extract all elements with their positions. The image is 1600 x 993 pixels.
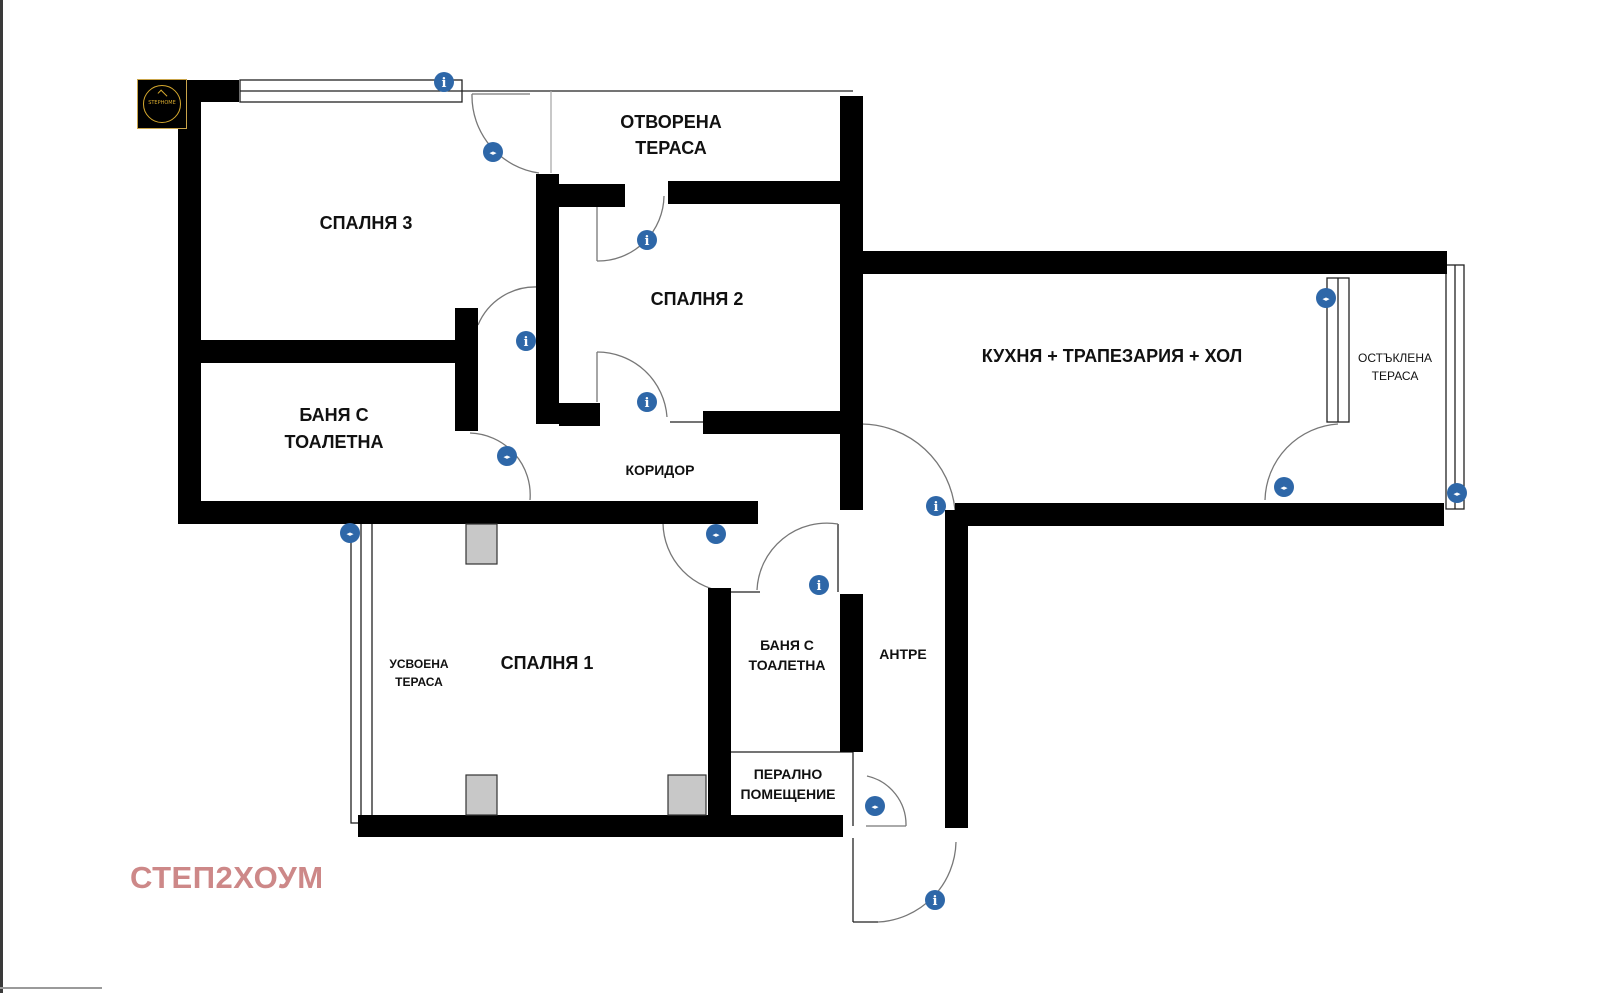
svg-text:i: i <box>524 335 529 350</box>
info-icon[interactable]: i <box>925 890 945 910</box>
svg-text:i: i <box>817 579 822 594</box>
bottom-edge-line <box>0 987 102 989</box>
door-swing-bedroom2-bottom <box>596 351 668 418</box>
label-absorbed-terrace-2: ТЕРАСА <box>395 675 443 689</box>
wall-kitchen-north <box>863 251 1447 274</box>
svg-text:◂▸: ◂▸ <box>1280 484 1288 492</box>
wall-nw-corner <box>190 80 239 102</box>
wall-south <box>358 815 843 837</box>
label-bedroom-3: СПАЛНЯ 3 <box>320 213 413 233</box>
columns <box>465 523 707 816</box>
svg-text:i: i <box>645 396 650 411</box>
wall-hall-east <box>945 510 968 828</box>
logo-text: STEPHOME <box>148 100 176 106</box>
wall-west <box>178 80 201 524</box>
column-top <box>465 523 498 565</box>
info-icon[interactable]: i <box>637 392 657 412</box>
wall-bedroom1-east <box>708 588 731 836</box>
door-swing-laundry <box>866 775 907 827</box>
label-corridor: КОРИДОР <box>625 462 694 478</box>
logo-ring <box>143 85 181 123</box>
wall-bedroom2-north-right <box>668 181 843 204</box>
svg-text:◂▸: ◂▸ <box>871 803 879 811</box>
label-bathroom-a-1: БАНЯ С <box>299 405 368 425</box>
svg-text:◂▸: ◂▸ <box>712 531 720 539</box>
room-labels: ОТВОРЕНА ТЕРАСА СПАЛНЯ 3 СПАЛНЯ 2 БАНЯ С… <box>285 112 1432 802</box>
info-icon[interactable]: i <box>637 230 657 250</box>
door-swing-terrace <box>471 93 540 174</box>
info-icon[interactable]: i <box>434 72 454 92</box>
label-glazed-terrace-1: ОСТЪКЛЕНА <box>1358 351 1432 365</box>
svg-text:◂▸: ◂▸ <box>1453 490 1461 498</box>
info-icon[interactable]: i <box>926 496 946 516</box>
door-swing-glazed-terrace <box>1264 423 1339 501</box>
label-laundry-1: ПЕРАЛНО <box>754 766 823 782</box>
walls <box>178 80 1447 837</box>
label-absorbed-terrace-1: УСВОЕНА <box>389 657 449 671</box>
left-edge-line <box>0 0 3 993</box>
column-bottom-left <box>465 774 498 816</box>
wall-bath-a-east <box>455 308 478 431</box>
wall-central-column <box>840 96 863 510</box>
wall-bedroom3-bath <box>201 340 478 363</box>
wall-bedroom2-west <box>536 174 559 424</box>
svg-text:i: i <box>934 500 939 515</box>
column-bottom-right <box>667 774 707 816</box>
svg-text:i: i <box>645 234 650 249</box>
brand-watermark: СТЕП2ХОУМ <box>130 860 324 895</box>
label-glazed-terrace-2: ТЕРАСА <box>1372 369 1419 383</box>
panorama-markers[interactable]: ◂▸ ◂▸ ◂▸ ◂▸ ◂▸ ◂▸ ◂▸ ◂▸ <box>340 142 1467 816</box>
panorama-icon[interactable]: ◂▸ <box>483 142 503 162</box>
svg-text:i: i <box>933 894 938 909</box>
thin-lines <box>239 79 1465 923</box>
label-entrance-hall: АНТРЕ <box>879 646 926 662</box>
svg-text:i: i <box>442 76 447 91</box>
door-swing-bedroom3 <box>477 286 539 326</box>
panorama-icon[interactable]: ◂▸ <box>865 796 885 816</box>
info-markers[interactable]: i i i i i i i <box>434 72 946 910</box>
svg-text:◂▸: ◂▸ <box>489 149 497 157</box>
svg-text:◂▸: ◂▸ <box>346 530 354 538</box>
panorama-icon[interactable]: ◂▸ <box>340 523 360 543</box>
label-open-terrace-2: ТЕРАСА <box>635 138 707 158</box>
label-bedroom-2: СПАЛНЯ 2 <box>651 289 744 309</box>
wall-bedroom2-south <box>703 411 843 434</box>
door-swing-bathroom-a <box>469 432 531 501</box>
label-bathroom-b-1: БАНЯ С <box>760 637 814 653</box>
door-swing-bathroom-b <box>756 522 839 591</box>
wall-bedroom2-north-left <box>559 184 625 207</box>
panorama-icon[interactable]: ◂▸ <box>497 446 517 466</box>
brand-logo: STEPHOME <box>137 79 187 129</box>
info-icon[interactable]: i <box>809 575 829 595</box>
panorama-icon[interactable]: ◂▸ <box>1447 483 1467 503</box>
label-bathroom-a-2: ТОАЛЕТНА <box>285 432 384 452</box>
label-laundry-2: ПОМЕЩЕНИЕ <box>740 786 835 802</box>
wall-bedroom2-sw <box>559 403 600 426</box>
door-swing-kitchen <box>861 423 956 511</box>
svg-text:◂▸: ◂▸ <box>503 453 511 461</box>
panorama-icon[interactable]: ◂▸ <box>706 524 726 544</box>
door-swing-entrance <box>877 841 957 923</box>
label-bedroom-1: СПАЛНЯ 1 <box>501 653 594 673</box>
label-bathroom-b-2: ТОАЛЕТНА <box>749 657 826 673</box>
wall-south-upper <box>178 501 758 524</box>
wall-bath-b-east <box>840 594 863 752</box>
panorama-icon[interactable]: ◂▸ <box>1316 288 1336 308</box>
wall-kitchen-south <box>955 503 1444 526</box>
info-icon[interactable]: i <box>516 331 536 351</box>
label-open-terrace-1: ОТВОРЕНА <box>620 112 722 132</box>
label-kitchen-living: КУХНЯ + ТРАПЕЗАРИЯ + ХОЛ <box>982 346 1243 366</box>
panorama-icon[interactable]: ◂▸ <box>1274 477 1294 497</box>
svg-text:◂▸: ◂▸ <box>1322 295 1330 303</box>
